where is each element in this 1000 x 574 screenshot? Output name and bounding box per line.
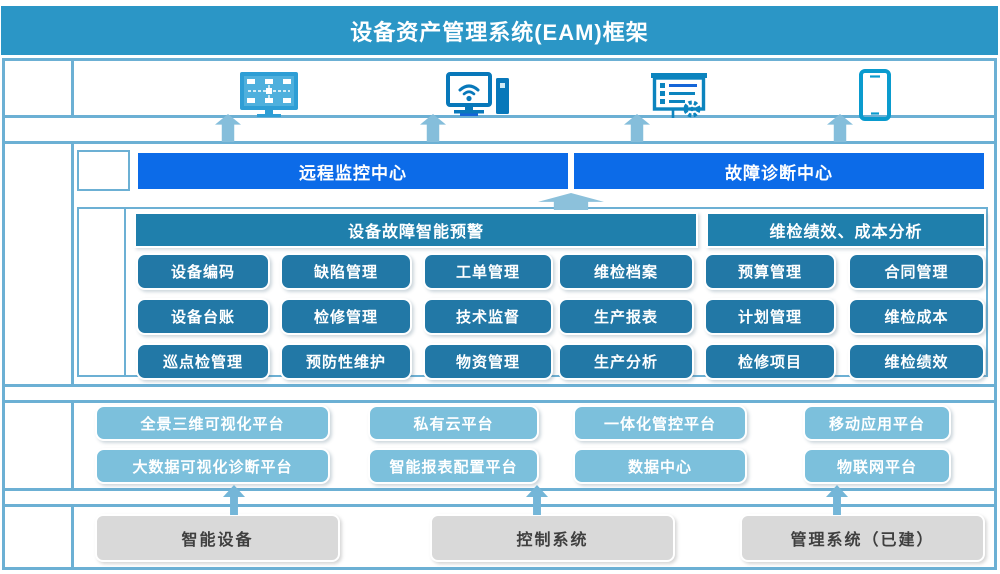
left-column-divider [71, 403, 74, 488]
module-budget-management: 预算管理 [704, 253, 836, 290]
module-plan-management: 计划管理 [704, 298, 836, 335]
module-production-report: 生产报表 [558, 298, 694, 335]
module-overhaul-management: 检修管理 [280, 298, 412, 335]
module-overhaul-project: 检修项目 [704, 343, 836, 380]
module-frame-divider [124, 209, 126, 375]
module-technical-supervision: 技术监督 [423, 298, 553, 335]
left-column-divider [71, 144, 74, 384]
platform-mobile-app: 移动应用平台 [803, 405, 951, 441]
module-defect-management: 缺陷管理 [280, 253, 412, 290]
platform-data-center: 数据中心 [573, 448, 747, 484]
platform-integrated-control: 一体化管控平台 [573, 405, 747, 441]
module-contract-management: 合同管理 [848, 253, 985, 290]
platform-iot: 物联网平台 [803, 448, 951, 484]
divider-line [2, 400, 997, 403]
divider-line [2, 504, 997, 507]
module-device-coding: 设备编码 [136, 253, 270, 290]
module-production-analysis: 生产分析 [558, 343, 694, 380]
divider-line [2, 488, 997, 491]
empty-cell [77, 150, 130, 191]
remote-monitoring-center-bar: 远程监控中心 [136, 151, 570, 191]
performance-cost-header: 维检绩效、成本分析 [706, 212, 986, 248]
smartphone-icon [859, 69, 891, 121]
module-maintenance-archive: 维检档案 [558, 253, 694, 290]
divider-line [2, 141, 997, 144]
scada-screen-icon [240, 72, 298, 117]
report-board-icon [651, 73, 707, 118]
module-maintenance-performance: 维检绩效 [848, 343, 985, 380]
platform-panorama-3d: 全景三维可视化平台 [95, 405, 330, 441]
base-control-systems: 控制系统 [430, 514, 675, 562]
module-maintenance-cost: 维检成本 [848, 298, 985, 335]
platform-bigdata-diagnosis: 大数据可视化诊断平台 [95, 448, 330, 484]
module-material-management: 物资管理 [423, 343, 553, 380]
outer-frame [2, 58, 997, 570]
platform-private-cloud: 私有云平台 [368, 405, 539, 441]
left-column-divider [71, 58, 74, 115]
module-preventive-maintenance: 预防性维护 [280, 343, 412, 380]
divider-line [2, 384, 997, 387]
module-inspection-management: 巡点检管理 [136, 343, 270, 380]
base-smart-devices: 智能设备 [95, 514, 340, 562]
left-column-divider [71, 507, 74, 570]
module-device-ledger: 设备台账 [136, 298, 270, 335]
divider-line [2, 115, 997, 118]
workstation-wifi-icon [446, 72, 509, 116]
platform-smart-report: 智能报表配置平台 [368, 448, 539, 484]
diagram-title: 设备资产管理系统(EAM)框架 [1, 6, 998, 55]
module-workorder-management: 工单管理 [423, 253, 553, 290]
base-management-systems: 管理系统（已建） [740, 514, 985, 562]
fault-diagnosis-center-bar: 故障诊断中心 [572, 151, 986, 191]
fault-warning-header: 设备故障智能预警 [134, 212, 698, 248]
